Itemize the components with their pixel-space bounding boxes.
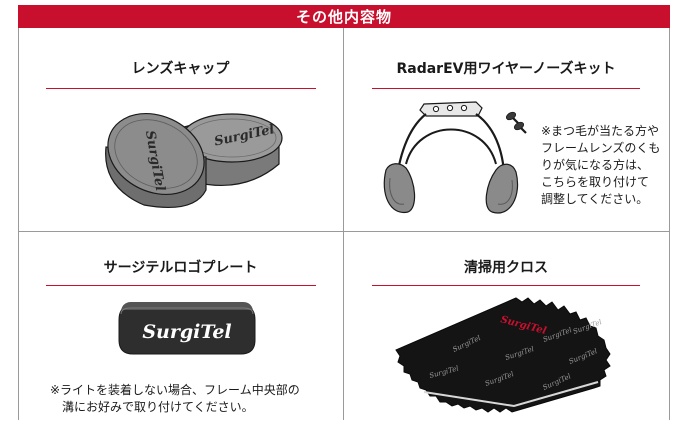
grid-divider-center <box>343 28 344 420</box>
section-title: その他内容物 <box>295 8 392 26</box>
grid-divider-right <box>669 28 670 420</box>
grid-divider-left <box>18 28 19 420</box>
nose-kit-note-line: ※まつ毛が当たる方や <box>541 124 660 138</box>
lens-cap-image: SurgiTel SurgiTel <box>105 112 283 208</box>
lens-cap-title: レンズキャップ <box>131 61 230 77</box>
logo-plate-image: SurgiTel <box>118 302 256 355</box>
grid-divider-middle <box>18 231 670 232</box>
logo-plate-note: ※ライトを装着しない場合、フレーム中央部の 溝にお好みで取り付けてください。 <box>50 382 340 416</box>
nose-kit-title-rule <box>372 88 640 89</box>
plate-logo-text: SurgiTel <box>142 321 231 343</box>
logo-plate-note-line: 溝にお好みで取り付けてください。 <box>62 400 254 414</box>
screws-icon <box>505 111 527 134</box>
lens-cap-title-rule <box>46 88 316 89</box>
nose-kit-note-line: こちらを取り付けて <box>541 175 650 189</box>
nose-kit-title: RadarEV用ワイヤーノーズキット <box>396 61 616 77</box>
cloth-title-rule <box>372 285 640 286</box>
cloth-title: 清掃用クロス <box>464 260 548 276</box>
cloth-image: SurgiTel SurgiTel SurgiTel SurgiTel Surg… <box>395 297 611 413</box>
section-header: その他内容物 <box>18 5 670 28</box>
nose-kit-note-line: フレームレンズのくも <box>541 141 661 155</box>
nose-kit-image <box>383 101 519 214</box>
logo-plate-note-line: ※ライトを装着しない場合、フレーム中央部の <box>50 383 300 397</box>
nose-kit-note: ※まつ毛が当たる方や フレームレンズのくも りが気になる方は、 こちらを取り付け… <box>541 123 666 208</box>
nose-kit-note-line: 調整してください。 <box>541 192 649 206</box>
nose-kit-note-line: りが気になる方は、 <box>541 158 650 172</box>
logo-plate-title: サージテルロゴプレート <box>103 260 258 276</box>
logo-plate-title-rule <box>46 285 316 286</box>
